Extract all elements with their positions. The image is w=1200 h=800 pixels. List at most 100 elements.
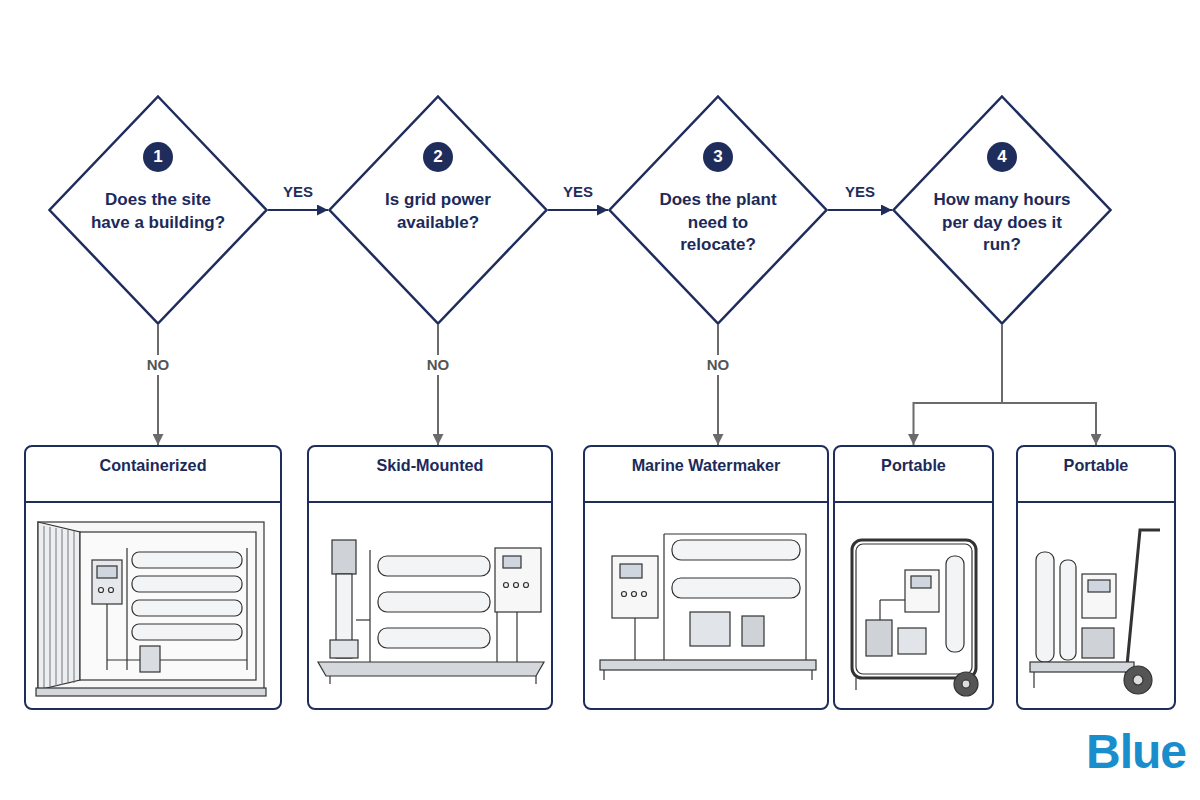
illustration-part <box>852 540 976 678</box>
illustration-part <box>44 526 45 688</box>
outcome-title: Marine Watermaker <box>585 447 827 503</box>
illustration-part <box>132 600 242 616</box>
branch-label: YES <box>559 182 597 202</box>
illustration-part <box>68 530 69 684</box>
illustration-part <box>1060 560 1076 660</box>
illustration-part <box>880 600 905 620</box>
illustration-part <box>378 556 490 576</box>
illustration-part <box>634 618 635 660</box>
outcome-title: Containerized <box>26 447 280 503</box>
outcome-box: Portable <box>833 445 994 710</box>
illustration-part <box>1033 672 1034 688</box>
illustration-part <box>805 534 806 660</box>
illustration-part <box>672 540 800 560</box>
illustration-part <box>330 640 358 658</box>
outcome-box: Portable <box>1016 445 1176 710</box>
illustration-part <box>38 522 264 690</box>
illustration-part <box>880 599 905 600</box>
branch-label: NO <box>143 355 174 375</box>
illustration-part <box>898 628 926 654</box>
step-number: 1 <box>143 142 173 172</box>
illustration-part <box>879 600 880 620</box>
illustration-part <box>1082 628 1114 658</box>
illustration-part <box>36 688 266 696</box>
illustration-part <box>632 592 637 597</box>
outcome-title: Portable <box>1018 447 1174 503</box>
flow-connector <box>1002 325 1096 445</box>
outcome-box: Skid-Mounted <box>307 445 553 710</box>
illustration-part <box>622 592 627 597</box>
illustration-part <box>811 670 812 680</box>
illustration-part <box>50 527 51 687</box>
decision-question: How many hours per day does it run? <box>932 189 1072 257</box>
illustration-part <box>516 612 517 662</box>
diamond-outline <box>892 95 1112 325</box>
illustration-part <box>1082 574 1116 618</box>
illustration-part <box>504 583 509 588</box>
illustration-part <box>74 531 75 683</box>
portable-frame-illustration <box>852 540 978 696</box>
illustration-part <box>332 540 356 574</box>
outcome-box: Marine Watermaker <box>583 445 829 710</box>
decision-diamond: Does the plant need to relocate?3 <box>608 95 828 325</box>
diamond-outline <box>328 95 548 325</box>
illustration-part <box>855 678 856 690</box>
flow-connector <box>717 325 719 445</box>
illustration-part <box>911 576 931 588</box>
illustration-part <box>514 583 519 588</box>
illustration-part <box>329 676 330 684</box>
step-number: 3 <box>703 142 733 172</box>
illustration-part <box>905 570 939 612</box>
diamond-shape <box>894 97 1111 324</box>
illustration-part <box>140 646 160 672</box>
illustration-part <box>99 588 104 593</box>
diamond-shape <box>330 97 547 324</box>
branch-label: YES <box>279 182 317 202</box>
step-number-badge: 1 <box>143 142 173 172</box>
branch-label: NO <box>703 355 734 375</box>
illustration-part <box>378 592 490 612</box>
illustration-part <box>600 660 816 670</box>
skid-mounted-illustration <box>318 540 544 684</box>
branch-label: YES <box>841 182 879 202</box>
illustration-part <box>318 662 544 676</box>
illustration-part <box>690 612 730 646</box>
illustration-part <box>954 672 978 696</box>
decision-question: Does the site have a building? <box>88 189 228 234</box>
illustration-part <box>92 560 122 604</box>
illustration-part <box>44 526 74 688</box>
step-number-badge: 4 <box>987 142 1017 172</box>
illustration-part <box>642 592 647 597</box>
containerized-illustration <box>36 522 266 696</box>
illustration-part <box>962 680 970 688</box>
illustration-part <box>620 564 642 578</box>
step-number-badge: 2 <box>423 142 453 172</box>
illustration-part <box>503 556 521 568</box>
illustration-part <box>603 670 604 680</box>
diamond-outline <box>48 95 268 325</box>
outcome-box: Containerized <box>24 445 282 710</box>
flow-connector <box>914 325 1003 445</box>
illustration-part <box>97 566 117 578</box>
illustration-part <box>356 619 370 620</box>
illustration-part <box>369 550 370 662</box>
illustration-part <box>1124 666 1152 694</box>
flow-connector <box>268 209 328 211</box>
illustration-part <box>1030 662 1134 672</box>
flow-connector <box>437 325 439 445</box>
marine-watermaker-illustration <box>600 534 816 680</box>
illustration-part <box>866 620 892 656</box>
decision-diamond: Does the site have a building? 1 <box>48 95 268 325</box>
illustration-part <box>356 550 517 662</box>
illustration-part <box>612 556 658 618</box>
flow-connector <box>828 209 892 211</box>
illustration-part <box>856 544 972 674</box>
illustration-part <box>56 528 57 686</box>
illustration-part <box>62 529 63 685</box>
decision-question: Is grid power available? <box>368 189 508 234</box>
illustration-part <box>132 552 242 568</box>
flow-connector <box>157 325 159 445</box>
outcome-title: Portable <box>835 447 992 503</box>
step-number: 2 <box>423 142 453 172</box>
illustration-part <box>109 588 114 593</box>
